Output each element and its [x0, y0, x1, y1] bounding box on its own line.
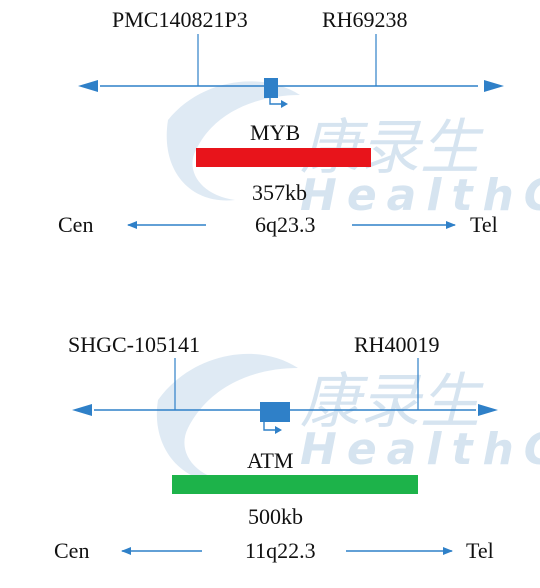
marker-left-label: SHGC-105141 [68, 332, 200, 357]
locus-panel-atm: SHGC-105141 RH40019 ATM 500kb Cen 11q22.… [54, 332, 498, 563]
cen-label: Cen [58, 212, 93, 237]
gene-box [260, 402, 290, 422]
watermark-top: 康录生 HealthC [166, 81, 540, 221]
watermark-cn-text: 康录生 [300, 367, 484, 437]
gene-box [264, 78, 278, 98]
region-size-label: 357kb [252, 180, 307, 205]
cen-label: Cen [54, 538, 89, 563]
axis-right-arrow [478, 404, 498, 416]
gene-label: ATM [247, 448, 293, 473]
watermark-swoosh-icon [166, 81, 300, 201]
tel-label: Tel [470, 212, 498, 237]
marker-left-label: PMC140821P3 [112, 7, 248, 32]
gene-label: MYB [250, 120, 300, 145]
marker-right-label: RH40019 [354, 332, 440, 357]
axis-left-arrow [72, 404, 92, 416]
marker-right-label: RH69238 [322, 7, 408, 32]
band-label: 6q23.3 [255, 212, 316, 237]
transcription-arrow-icon [263, 420, 276, 431]
region-bar [196, 148, 371, 167]
band-label: 11q22.3 [245, 538, 316, 563]
watermark-en-text: HealthC [300, 170, 540, 221]
watermark-swoosh-icon [156, 353, 298, 483]
transcription-arrowhead-icon [281, 100, 288, 108]
watermark-bottom: 康录生 HealthC [156, 353, 540, 483]
transcription-arrow-icon [269, 96, 282, 105]
axis-left-arrow [78, 80, 98, 92]
region-bar [172, 475, 418, 494]
transcription-arrowhead-icon [275, 426, 282, 434]
locus-panel-myb: PMC140821P3 RH69238 MYB 357kb Cen 6q23.3… [58, 7, 504, 237]
watermark-en-text: HealthC [300, 424, 540, 475]
tel-label: Tel [466, 538, 494, 563]
axis-right-arrow [484, 80, 504, 92]
region-size-label: 500kb [248, 504, 303, 529]
